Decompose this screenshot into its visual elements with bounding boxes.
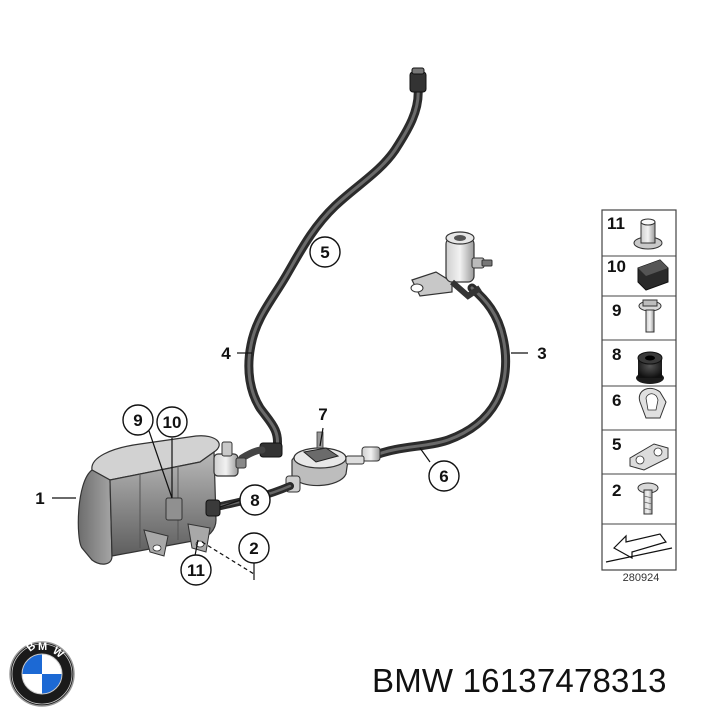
flange-screw-icon — [638, 299, 662, 333]
legend-row-8: 8 — [612, 345, 664, 384]
legend-label-6: 6 — [612, 391, 621, 410]
callout-label-11: 11 — [187, 561, 205, 580]
callout-label-1: 1 — [35, 489, 44, 508]
double-clip-icon — [629, 443, 669, 471]
legend-row-9: 9 — [612, 299, 662, 333]
callout-11: 11 — [180, 554, 212, 586]
screw-icon — [637, 482, 659, 515]
callout-label-8: 8 — [250, 491, 259, 510]
purge-valve — [285, 431, 365, 493]
callout-label-7: 7 — [318, 405, 327, 424]
legend-row-11: 11 — [607, 214, 663, 250]
hose-clip-icon — [638, 387, 667, 419]
callout-10: 10 — [156, 406, 188, 438]
callout-8: 8 — [239, 484, 271, 516]
callout-label-2: 2 — [249, 539, 258, 558]
callout-3: 3 — [537, 344, 546, 363]
legend-label-11: 11 — [607, 214, 625, 233]
legend-label-8: 8 — [612, 345, 621, 364]
caption-brand: BMW — [372, 662, 454, 699]
legend-label-2: 2 — [612, 481, 621, 500]
arrow-symbol-icon — [605, 533, 674, 563]
legend-label-5: 5 — [612, 435, 621, 454]
callout-label-3: 3 — [537, 344, 546, 363]
charcoal-canister — [77, 435, 247, 565]
callout-label-5: 5 — [320, 243, 329, 262]
rubber-block-icon — [637, 259, 669, 291]
callout-label-6: 6 — [439, 467, 448, 486]
bmw-logo: B M W — [9, 640, 75, 707]
hose-upper — [244, 67, 427, 453]
callout-6: 6 — [428, 460, 460, 492]
legend-row-6: 6 — [612, 387, 667, 419]
callout-5: 5 — [309, 236, 341, 268]
legend-label-9: 9 — [612, 301, 621, 320]
callout-7: 7 — [318, 405, 327, 424]
callout-9: 9 — [122, 404, 154, 436]
svg-text:M: M — [38, 641, 47, 653]
caption-part-number: 16137478313 — [462, 662, 667, 699]
grommet-icon — [636, 351, 664, 384]
legend-ref-code: 280924 — [623, 572, 660, 584]
callout-label-10: 10 — [163, 413, 182, 432]
callout-label-4: 4 — [221, 344, 231, 363]
collar-bush-icon — [633, 218, 663, 250]
legend-row-2: 2 — [612, 481, 659, 515]
legend-row-10: 10 — [607, 257, 669, 291]
tank-vent-valve — [410, 231, 493, 300]
legend-label-10: 10 — [607, 257, 626, 276]
callout-label-9: 9 — [133, 411, 142, 430]
hose-right — [361, 283, 511, 462]
legend-row-5: 5 — [612, 435, 669, 471]
parts-legend: 11 10 9 8 — [601, 209, 677, 584]
callout-1: 1 — [35, 489, 44, 508]
callout-2: 2 — [238, 532, 270, 564]
callout-4: 4 — [221, 344, 231, 363]
part-caption: BMW 16137478313 — [372, 662, 667, 700]
